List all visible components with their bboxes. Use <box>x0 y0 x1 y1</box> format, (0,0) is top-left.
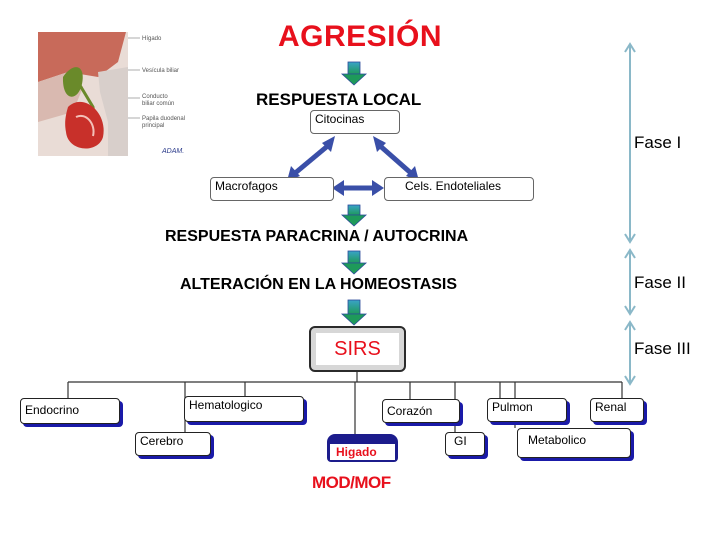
anatomy-label-higado: Hígado <box>142 36 162 42</box>
higado-text: Higado <box>330 444 395 460</box>
diagonal-arrow-left <box>287 136 335 181</box>
anatomy-label-conducto: Conducto <box>142 94 168 100</box>
pulmon-text: Pulmon <box>492 400 533 414</box>
organ-renal: Renal <box>590 398 644 422</box>
anatomy-label-conducto-2: biliar común <box>142 101 174 107</box>
label-alteracion-homeostasis: ALTERACIÓN EN LA HOMEOSTASIS <box>180 276 458 293</box>
label-respuesta-local: RESPUESTA LOCAL <box>256 90 422 109</box>
endocrino-text: Endocrino <box>25 403 80 417</box>
cels-endoteliales-text: Cels. Endoteliales <box>405 179 502 193</box>
box-citocinas: Citocinas <box>310 110 400 134</box>
page-title: AGRESIÓN <box>277 20 443 53</box>
organ-gi: GI <box>445 432 485 456</box>
cerebro-text: Cerebro <box>140 434 184 448</box>
box-macrofagos: Macrofagos <box>210 177 334 201</box>
organ-hematologico: Hematologico <box>184 396 304 422</box>
citocinas-text: Citocinas <box>315 112 365 126</box>
anatomy-label-papila: Papila duodenal <box>142 116 185 122</box>
anatomy-illustration: Hígado Vesícula biliar Conducto biliar c… <box>38 32 185 156</box>
anatomy-label-vesicula: Vesícula biliar <box>142 68 179 74</box>
label-fase-1: Fase I <box>634 133 682 152</box>
anatomy-brand-logo: ADAM. <box>161 148 184 155</box>
macrofagos-text: Macrofagos <box>215 179 278 193</box>
anatomy-label-papila-2: principal <box>142 123 164 129</box>
organ-pulmon: Pulmon <box>487 398 567 422</box>
box-sirs: SIRS <box>309 326 406 372</box>
phase-bracket-1 <box>624 42 636 244</box>
organ-endocrino: Endocrino <box>20 398 120 424</box>
organ-metabolico: Metabolico <box>517 428 631 458</box>
label-mod-mof: MOD/MOF <box>312 473 391 492</box>
renal-text: Renal <box>595 400 627 414</box>
label-fase-2: Fase II <box>634 273 686 292</box>
organ-higado: Higado <box>327 434 398 462</box>
down-arrow-1 <box>340 61 368 86</box>
organ-corazon: Corazón <box>382 399 460 423</box>
horizontal-double-arrow <box>332 180 384 196</box>
organ-cerebro: Cerebro <box>135 432 211 456</box>
label-respuesta-paracrina: RESPUESTA PARACRINA / AUTOCRINA <box>165 228 469 245</box>
label-fase-3: Fase III <box>634 339 691 358</box>
gi-text: GI <box>454 434 467 448</box>
hematologico-text: Hematologico <box>189 398 263 412</box>
down-arrow-2 <box>340 204 368 227</box>
phase-bracket-2 <box>624 248 636 316</box>
phase-bracket-3 <box>624 320 636 386</box>
sirs-text: SIRS <box>334 338 381 360</box>
box-cels-endoteliales: Cels. Endoteliales <box>384 177 534 201</box>
diagonal-arrow-right <box>373 136 419 181</box>
down-arrow-3 <box>340 250 368 275</box>
metabolico-text: Metabolico <box>528 433 587 447</box>
down-arrow-4 <box>340 299 368 326</box>
corazon-text: Corazón <box>387 404 433 418</box>
